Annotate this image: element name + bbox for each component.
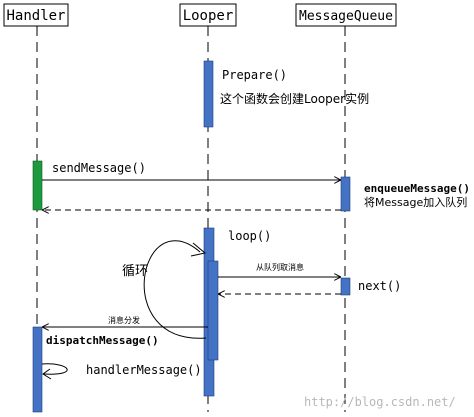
note-enqueue: enqueueMessage() xyxy=(364,182,470,195)
participant-queue-label: MessageQueue xyxy=(299,9,393,24)
note-dispatch: dispatchMessage() xyxy=(46,334,159,347)
watermark: http://blog.csdn.net/ xyxy=(304,395,456,409)
label-send-message: sendMessage() xyxy=(52,161,146,175)
activation-send xyxy=(32,160,43,211)
note-prepare-desc: 这个函数会创建Looper实例 xyxy=(220,91,369,106)
activation-enqueue xyxy=(340,176,351,212)
participant-queue: MessageQueue xyxy=(295,3,397,27)
note-prepare: Prepare() xyxy=(222,68,287,82)
label-fetch: 从队列取消息 xyxy=(256,262,304,272)
note-enqueue-desc: 将Message加入队列 xyxy=(364,195,467,209)
participant-looper: Looper xyxy=(179,3,237,27)
activation-dispatch xyxy=(32,326,43,413)
note-cycle: 循环 xyxy=(122,264,148,279)
loop-cycle-curve xyxy=(143,240,207,339)
note-handle: handlerMessage() xyxy=(86,363,202,377)
activation-next xyxy=(340,277,351,296)
note-loop: loop() xyxy=(228,229,271,243)
note-next: next() xyxy=(358,279,401,293)
participant-handler: Handler xyxy=(3,3,69,27)
participant-looper-label: Looper xyxy=(183,8,234,24)
loop-cycle-arrowhead xyxy=(190,242,207,257)
self-call-arrowhead xyxy=(42,368,52,380)
activation-loop-inner xyxy=(207,260,219,361)
participant-handler-label: Handler xyxy=(6,8,65,24)
label-distribute: 消息分发 xyxy=(108,315,140,325)
self-call-handle xyxy=(41,363,68,375)
activation-prepare xyxy=(203,60,214,128)
